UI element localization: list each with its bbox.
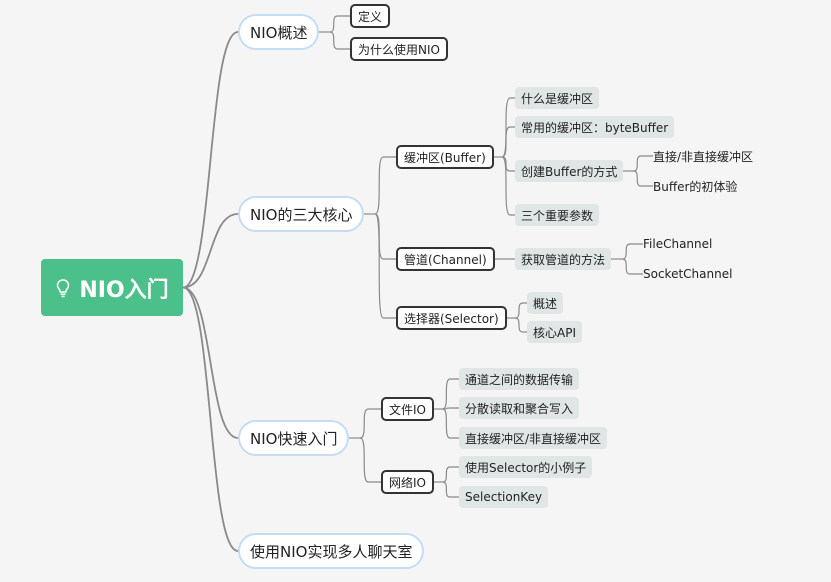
node-direct-indirect-2[interactable]: 直接缓冲区/非直接缓冲区 bbox=[459, 427, 608, 449]
topic-three-cores[interactable]: NIO的三大核心 bbox=[238, 196, 365, 232]
edge-selector-selov bbox=[514, 302, 527, 319]
node-selector-overview[interactable]: 概述 bbox=[527, 292, 564, 314]
node-selector[interactable]: 选择器(Selector) bbox=[396, 306, 507, 330]
node-definition[interactable]: 定义 bbox=[350, 4, 391, 28]
edge-fileio-direct2 bbox=[442, 408, 459, 439]
node-label: 缓冲区(Buffer) bbox=[404, 150, 486, 165]
node-socket-channel[interactable]: SocketChannel bbox=[643, 265, 732, 283]
node-file-channel[interactable]: FileChannel bbox=[643, 235, 712, 253]
topic-nio-overview[interactable]: NIO概述 bbox=[238, 14, 320, 50]
edge-create-direct bbox=[633, 155, 653, 172]
node-label: 分散读取和聚合写入 bbox=[465, 401, 574, 416]
node-buffer-first[interactable]: Buffer的初体验 bbox=[653, 177, 737, 195]
node-label: 直接/非直接缓冲区 bbox=[653, 149, 754, 164]
node-label: 获取管道的方法 bbox=[521, 252, 606, 267]
node-direct-indirect[interactable]: 直接/非直接缓冲区 bbox=[653, 147, 753, 165]
node-label: 概述 bbox=[533, 296, 558, 311]
edge-fileio-transfer bbox=[442, 378, 459, 410]
edge-netio-selkey bbox=[442, 481, 459, 498]
edge-buffer-params bbox=[501, 156, 515, 216]
node-channel[interactable]: 管道(Channel) bbox=[396, 247, 495, 271]
node-label: 为什么使用NIO bbox=[358, 42, 440, 57]
node-label: 核心API bbox=[533, 325, 576, 340]
node-label: SelectionKey bbox=[465, 490, 543, 504]
node-label: 使用Selector的小例子 bbox=[465, 460, 587, 475]
node-label: 常用的缓冲区：byteBuffer bbox=[521, 120, 669, 135]
edge-selector-coreapi bbox=[514, 317, 527, 333]
edge-root-overview bbox=[182, 31, 239, 289]
node-selector-example[interactable]: 使用Selector的小例子 bbox=[459, 456, 593, 478]
node-label: 选择器(Selector) bbox=[404, 311, 499, 326]
edge-quick-fileio bbox=[359, 408, 381, 439]
edge-group-netio bbox=[434, 466, 459, 498]
edge-group-quick bbox=[349, 408, 381, 483]
node-label: 三个重要参数 bbox=[521, 208, 594, 223]
node-channel-transfer[interactable]: 通道之间的数据传输 bbox=[459, 368, 580, 390]
node-label: Buffer的初体验 bbox=[653, 179, 738, 194]
topic-label: 使用NIO实现多人聊天室 bbox=[250, 542, 413, 561]
edge-create-first bbox=[633, 170, 653, 187]
node-core-api[interactable]: 核心API bbox=[527, 321, 582, 343]
node-file-io[interactable]: 文件IO bbox=[381, 397, 434, 421]
edge-overview-why bbox=[329, 31, 350, 50]
node-label: SocketChannel bbox=[643, 267, 733, 281]
edge-root-cores bbox=[182, 213, 239, 289]
topic-label: NIO的三大核心 bbox=[250, 205, 353, 224]
node-scatter-gather[interactable]: 分散读取和聚合写入 bbox=[459, 397, 580, 419]
node-label: 创建Buffer的方式 bbox=[521, 164, 618, 179]
edge-group-overview bbox=[319, 15, 350, 50]
topic-label: NIO概述 bbox=[250, 23, 308, 42]
node-network-io[interactable]: 网络IO bbox=[381, 470, 434, 494]
edge-fileio-scatter bbox=[442, 407, 459, 410]
edge-getch-sockch bbox=[622, 258, 643, 275]
node-what-buffer[interactable]: 什么是缓冲区 bbox=[515, 87, 600, 109]
edge-quick-netio bbox=[359, 437, 381, 483]
node-label: 直接缓冲区/非直接缓冲区 bbox=[465, 431, 602, 446]
root-node[interactable]: NIO入门 bbox=[41, 259, 183, 316]
edge-root-chat bbox=[182, 286, 239, 552]
edge-group-create bbox=[623, 155, 653, 187]
edge-group-selector bbox=[507, 302, 527, 333]
edge-group-getch bbox=[611, 243, 643, 275]
edge-netio-selex bbox=[442, 466, 459, 483]
node-label: 定义 bbox=[358, 9, 383, 24]
edge-buffer-common bbox=[501, 126, 515, 158]
node-label: FileChannel bbox=[643, 237, 713, 251]
node-three-params[interactable]: 三个重要参数 bbox=[515, 204, 600, 226]
edge-group-fileio bbox=[434, 378, 459, 439]
node-get-channel[interactable]: 获取管道的方法 bbox=[515, 248, 612, 270]
node-label: 文件IO bbox=[389, 402, 426, 417]
node-create-buffer[interactable]: 创建Buffer的方式 bbox=[515, 160, 624, 182]
node-label: 网络IO bbox=[389, 475, 426, 490]
node-label: 什么是缓冲区 bbox=[521, 91, 594, 106]
node-selection-key[interactable]: SelectionKey bbox=[459, 486, 549, 508]
node-label: 管道(Channel) bbox=[404, 252, 487, 267]
edge-group-buffer bbox=[494, 97, 515, 216]
edge-overview-def bbox=[329, 15, 350, 33]
edge-getch-filech bbox=[622, 243, 643, 260]
node-buffer[interactable]: 缓冲区(Buffer) bbox=[396, 145, 494, 169]
node-label: 通道之间的数据传输 bbox=[465, 372, 574, 387]
node-why-nio[interactable]: 为什么使用NIO bbox=[350, 37, 448, 61]
node-common-buffer[interactable]: 常用的缓冲区：byteBuffer bbox=[515, 116, 675, 138]
edge-root-quick bbox=[182, 286, 239, 439]
edge-cores-buffer bbox=[374, 156, 396, 215]
topic-quick-start[interactable]: NIO快速入门 bbox=[238, 420, 350, 456]
root-label: NIO入门 bbox=[79, 277, 169, 303]
topic-label: NIO快速入门 bbox=[250, 429, 338, 448]
edge-group-cores bbox=[364, 156, 396, 319]
topic-chat-room[interactable]: 使用NIO实现多人聊天室 bbox=[238, 533, 425, 569]
edge-cores-selector bbox=[374, 213, 396, 319]
edge-buffer-create bbox=[501, 156, 515, 172]
lightbulb-icon bbox=[57, 278, 70, 297]
